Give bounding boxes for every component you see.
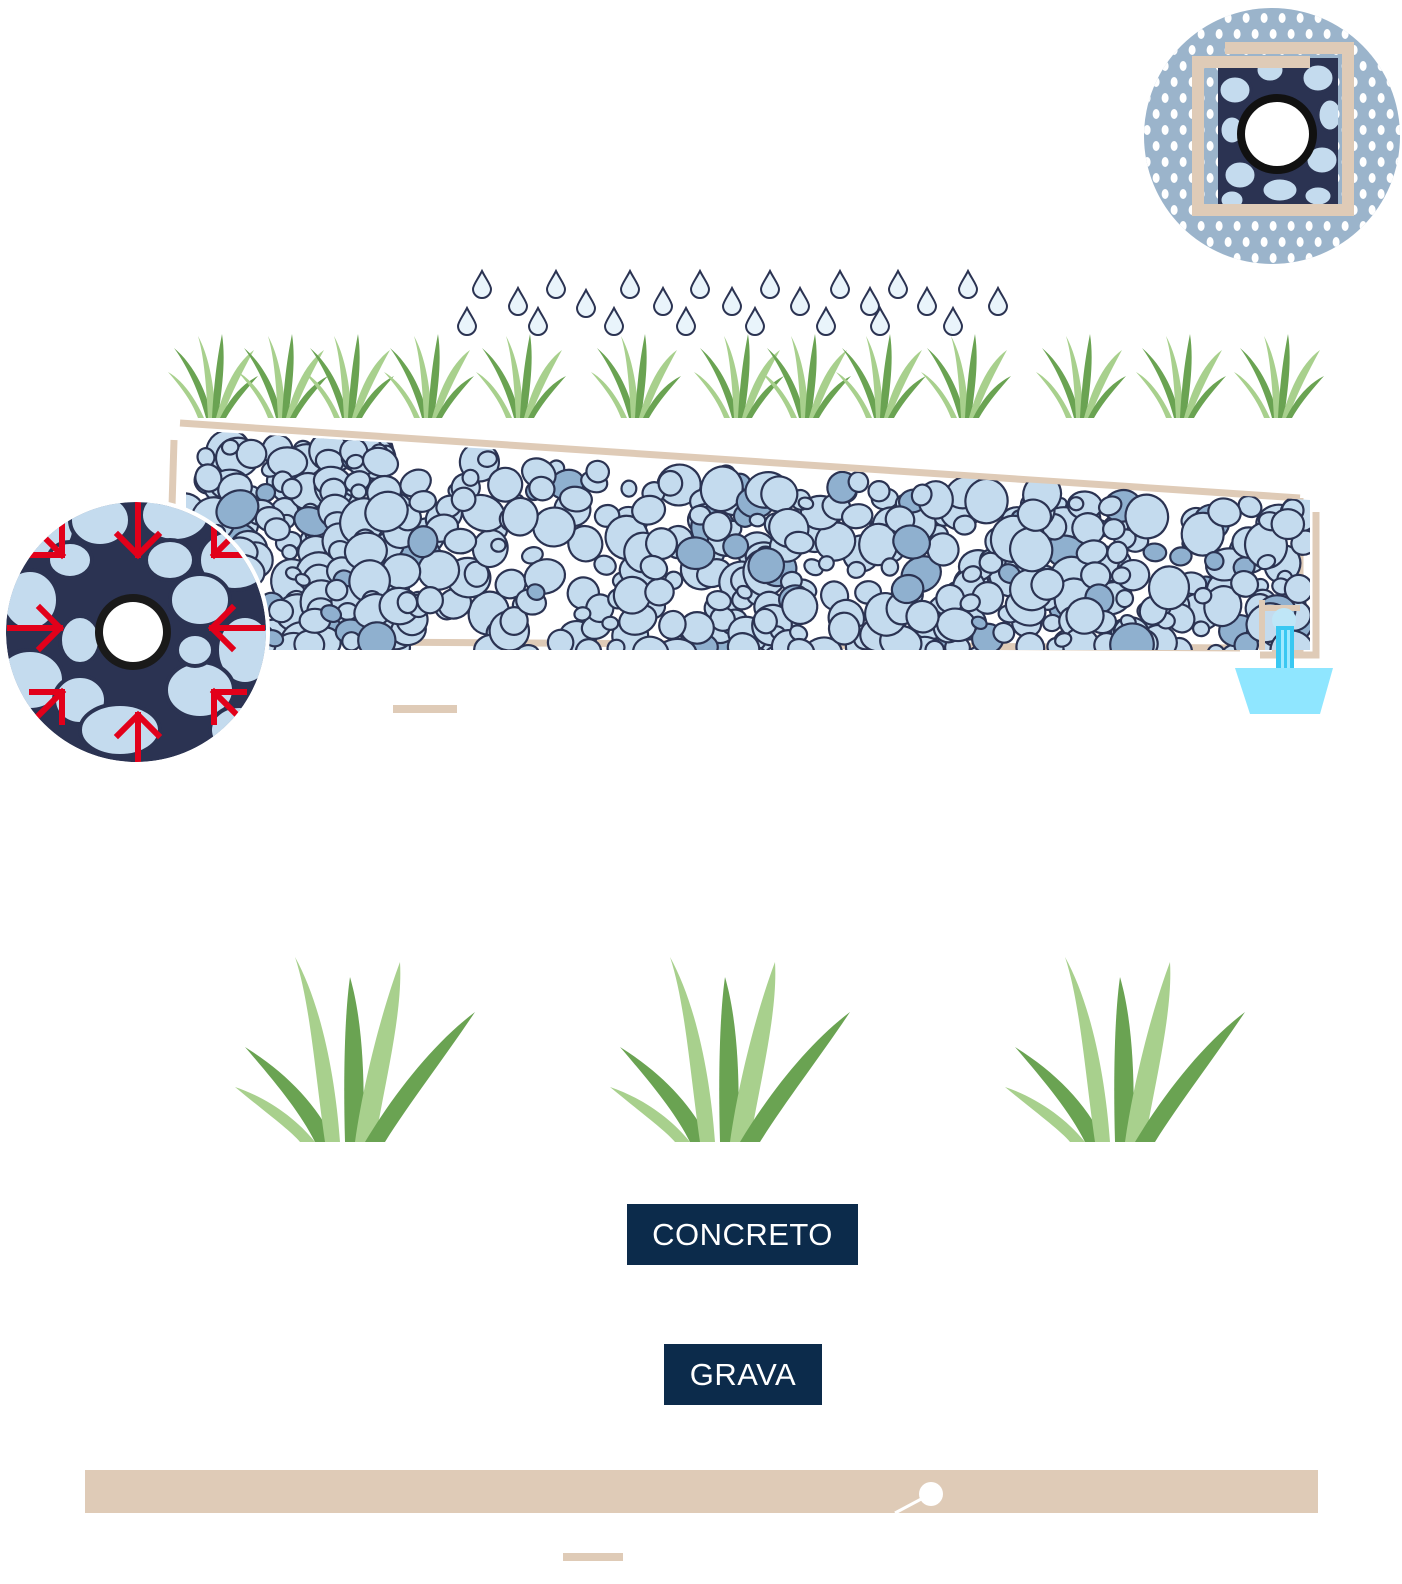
- grass-tuft-icon: [921, 334, 1011, 418]
- raindrop-icon: [790, 287, 810, 316]
- raindrop-icon: [745, 307, 765, 336]
- raindrop-icon: [690, 270, 710, 299]
- raindrop-icon: [958, 270, 978, 299]
- raindrop-icon: [760, 270, 780, 299]
- base-bar: [85, 1470, 1318, 1515]
- grass-tuft-icon: [304, 334, 394, 418]
- tan-dash: [393, 705, 457, 713]
- raindrop-icon: [546, 270, 566, 299]
- grass-tuft-icon: [836, 334, 926, 418]
- raindrop-icon: [943, 307, 963, 336]
- grass-tuft-icon: [591, 334, 681, 418]
- raindrop-icon: [816, 307, 836, 336]
- tan-dash: [563, 1553, 623, 1561]
- grass-tuft-icon: [476, 334, 566, 418]
- raindrop-icon: [620, 270, 640, 299]
- perforated-pipe-icon: [1144, 8, 1400, 264]
- raindrop-icon: [917, 287, 937, 316]
- grass-tuft-icon: [384, 334, 474, 418]
- grass-tuft-icon: [238, 334, 328, 418]
- raindrop-icon: [472, 270, 492, 299]
- water-basin-icon: [1235, 600, 1333, 714]
- gravel-label: GRAVA: [664, 1344, 822, 1405]
- raindrop-icon: [604, 307, 624, 336]
- raindrop-icon: [830, 270, 850, 299]
- raindrop-icon: [457, 307, 477, 336]
- grass-tuft-icon: [761, 334, 851, 418]
- grass-row-top: [168, 334, 1324, 418]
- grass-tuft-icon: [1036, 334, 1126, 418]
- grass-legend: [235, 957, 1245, 1142]
- concrete-label: CONCRETO: [627, 1204, 858, 1265]
- grass-tuft-icon: [168, 334, 258, 418]
- raindrop-icon: [860, 287, 880, 316]
- raindrop-icon: [576, 289, 596, 318]
- grass-tuft-icon: [694, 334, 784, 418]
- raindrop-icon: [676, 307, 696, 336]
- raindrop-icon: [988, 287, 1008, 316]
- rain-drops: [457, 270, 1008, 336]
- raindrop-icon: [653, 287, 673, 316]
- raindrop-icon: [888, 270, 908, 299]
- raindrop-icon: [722, 287, 742, 316]
- grass-tuft-icon: [1136, 334, 1226, 418]
- raindrop-icon: [508, 287, 528, 316]
- raindrop-icon: [528, 307, 548, 336]
- grass-tuft-icon: [1234, 334, 1324, 418]
